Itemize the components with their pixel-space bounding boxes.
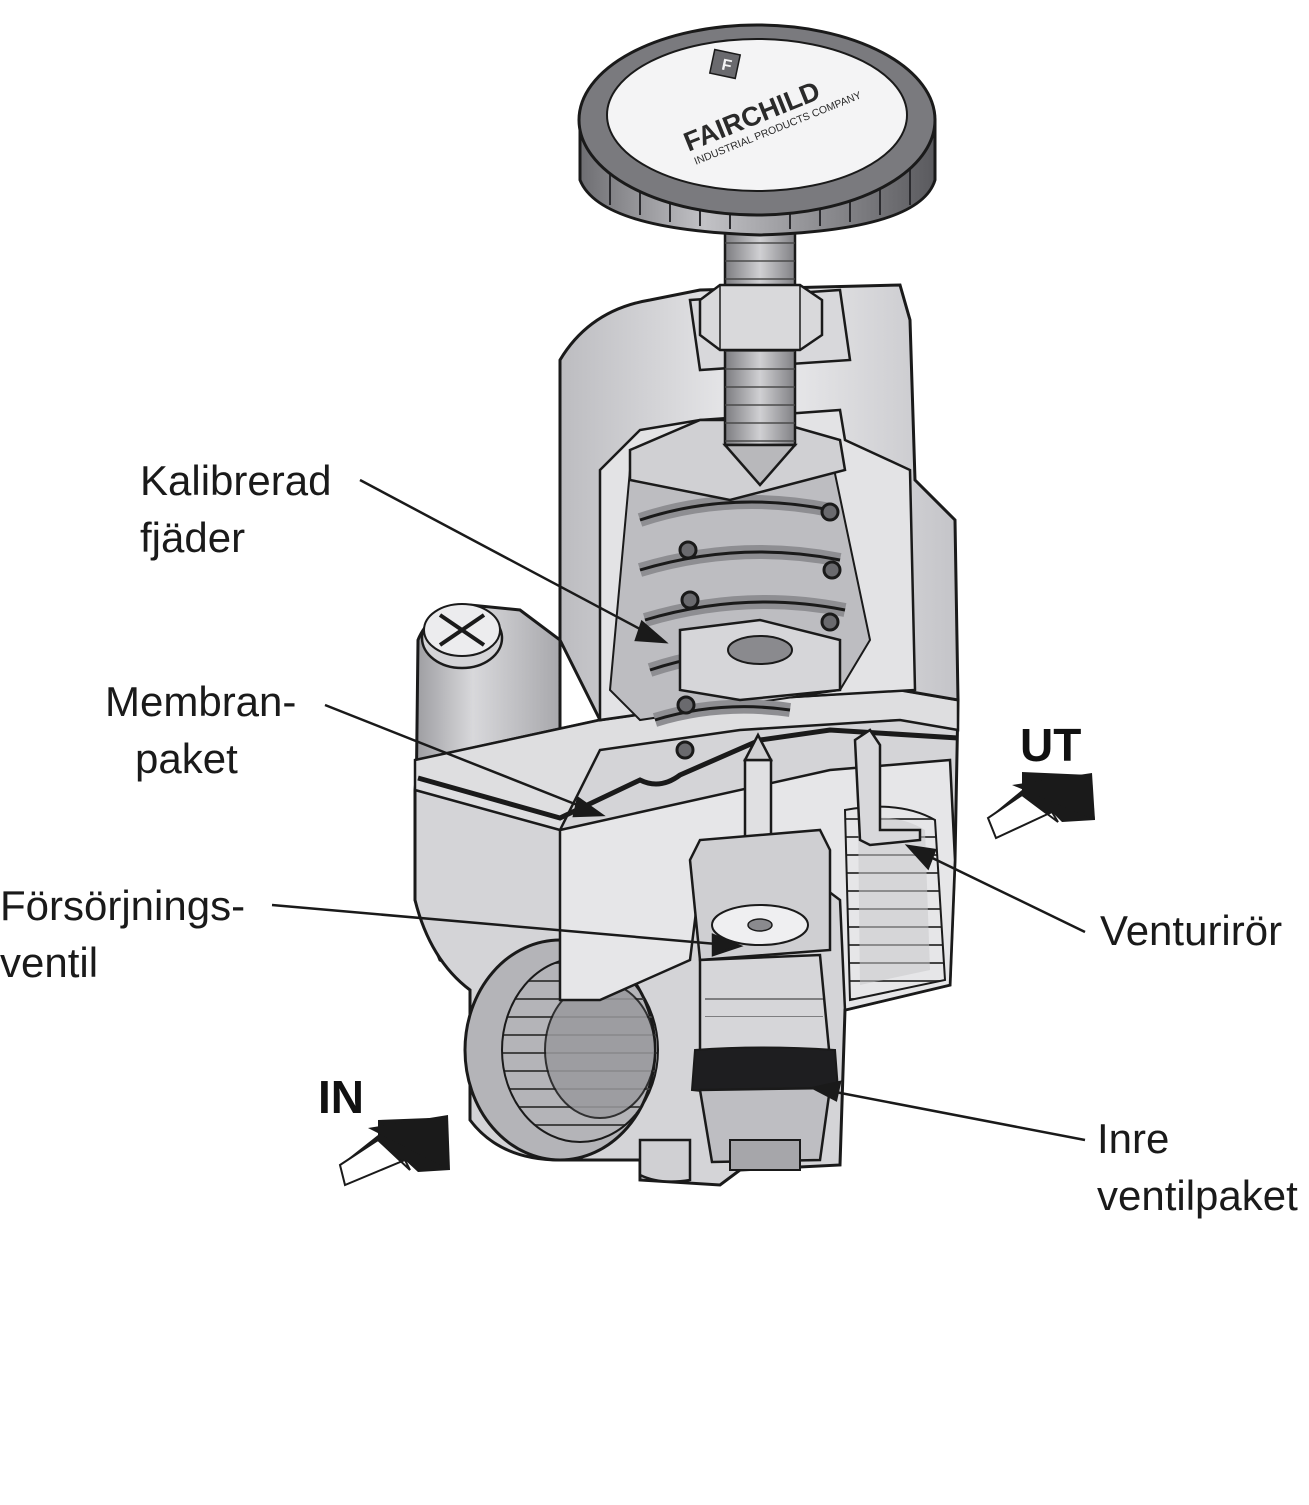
leader-inner-valve-arrowhead bbox=[809, 1080, 842, 1102]
venturi-tube bbox=[853, 728, 922, 847]
leader-inner-valve bbox=[824, 1088, 1086, 1142]
leader-supply-valve-arrowhead bbox=[711, 933, 744, 957]
label-supply-valve: Försörjnings- ventil bbox=[0, 877, 245, 991]
label-inner-valve-line1: Inre bbox=[1097, 1115, 1170, 1162]
leader-diaphragm bbox=[324, 703, 591, 812]
label-diaphragm-line2: paket bbox=[135, 735, 238, 782]
label-supply-valve-line1: Försörjnings- bbox=[0, 882, 246, 929]
leader-venturi-arrowhead bbox=[904, 844, 937, 871]
leader-spring-arrowhead bbox=[634, 619, 669, 644]
body-screw bbox=[420, 603, 504, 670]
inlet-arrow bbox=[338, 1115, 450, 1187]
leader-venturi bbox=[919, 850, 1086, 934]
leader-spring bbox=[359, 478, 656, 639]
label-diaphragm-line1: Membran- bbox=[105, 678, 297, 725]
svg-text:F: F bbox=[720, 57, 733, 76]
leader-lines bbox=[271, 478, 1086, 1142]
flow-label-inlet: IN bbox=[318, 1071, 364, 1123]
label-diaphragm-package: Membran- paket bbox=[105, 673, 296, 787]
leader-supply-valve bbox=[271, 903, 729, 947]
leader-diaphragm-arrowhead bbox=[572, 795, 606, 818]
label-inner-valve-package: Inre ventilpaket bbox=[1097, 1110, 1298, 1224]
outlet-arrow bbox=[986, 772, 1095, 840]
label-calibrated-spring-line2: fjäder bbox=[140, 514, 246, 561]
label-inner-valve-line2: ventilpaket bbox=[1097, 1172, 1298, 1219]
flow-label-outlet: UT bbox=[1020, 719, 1082, 771]
label-calibrated-spring: Kalibrerad fjäder bbox=[140, 452, 331, 566]
inner-valve-assembly bbox=[690, 953, 840, 1171]
label-venturi-tube: Venturirör bbox=[1100, 902, 1282, 959]
adjustment-knob: F FAIRCHILD INDUSTRIAL PRODUCTS COMPANY bbox=[577, 23, 937, 237]
label-venturi-line1: Venturirör bbox=[1100, 907, 1283, 954]
label-supply-valve-line2: ventil bbox=[0, 939, 99, 986]
adjusting-screw bbox=[698, 223, 824, 487]
label-calibrated-spring-line1: Kalibrerad bbox=[140, 457, 332, 504]
calibrated-spring bbox=[637, 445, 847, 760]
